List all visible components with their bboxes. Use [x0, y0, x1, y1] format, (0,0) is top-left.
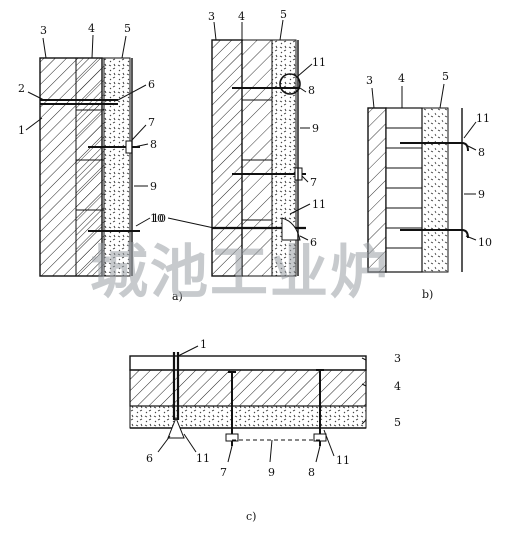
label-11: 11: [336, 454, 350, 467]
panel-c: [129, 345, 367, 463]
label-11: 11: [312, 198, 326, 211]
label-4: 4: [398, 72, 405, 85]
label-7: 7: [310, 176, 317, 189]
label-11: 11: [476, 112, 490, 125]
label-3: 3: [366, 74, 373, 87]
panel-b: [367, 83, 477, 273]
label-4: 4: [394, 380, 401, 393]
label-9: 9: [312, 122, 319, 135]
label-10: 10: [150, 212, 164, 225]
label-8: 8: [478, 146, 485, 159]
label-5: 5: [280, 8, 287, 21]
label-3: 3: [208, 10, 215, 23]
label-10: 10: [152, 212, 166, 225]
label-7: 7: [220, 466, 227, 479]
label-10: 10: [478, 236, 492, 249]
label-4: 4: [238, 10, 245, 23]
panel-a-right-labels: 3 4 5 11 8 9 7 11 6 10 a): [152, 8, 326, 303]
label-1: 1: [18, 124, 25, 137]
label-2: 2: [18, 82, 25, 95]
label-5: 5: [124, 22, 131, 35]
label-3: 3: [394, 352, 401, 365]
label-8: 8: [308, 466, 315, 479]
label-11: 11: [196, 452, 210, 465]
caption-a: a): [172, 290, 183, 303]
label-9: 9: [268, 466, 275, 479]
label-4: 4: [88, 22, 95, 35]
label-9: 9: [478, 188, 485, 201]
label-6: 6: [310, 236, 317, 249]
label-8: 8: [308, 84, 315, 97]
panel-a-left-labels: 3 4 5 2 1 6 7 8 9 10: [18, 22, 164, 225]
label-5: 5: [442, 70, 449, 83]
caption-b: b): [422, 288, 433, 301]
label-3: 3: [40, 24, 47, 37]
panel-a-left: [25, 34, 151, 277]
label-6: 6: [148, 78, 155, 91]
label-5: 5: [394, 416, 401, 429]
watermark: 城池工业炉: [90, 238, 390, 306]
label-7: 7: [148, 116, 155, 129]
caption-c: c): [246, 510, 256, 523]
panel-a-right: [167, 19, 313, 277]
label-1: 1: [200, 338, 207, 351]
label-11: 11: [312, 56, 326, 69]
panel-c-labels: 1 3 4 5 6 11 7 9 8 11 c): [146, 338, 401, 523]
label-6: 6: [146, 452, 153, 465]
label-8: 8: [150, 138, 157, 151]
label-9: 9: [150, 180, 157, 193]
panel-b-labels: 3 4 5 11 8 9 10 b): [366, 70, 492, 301]
